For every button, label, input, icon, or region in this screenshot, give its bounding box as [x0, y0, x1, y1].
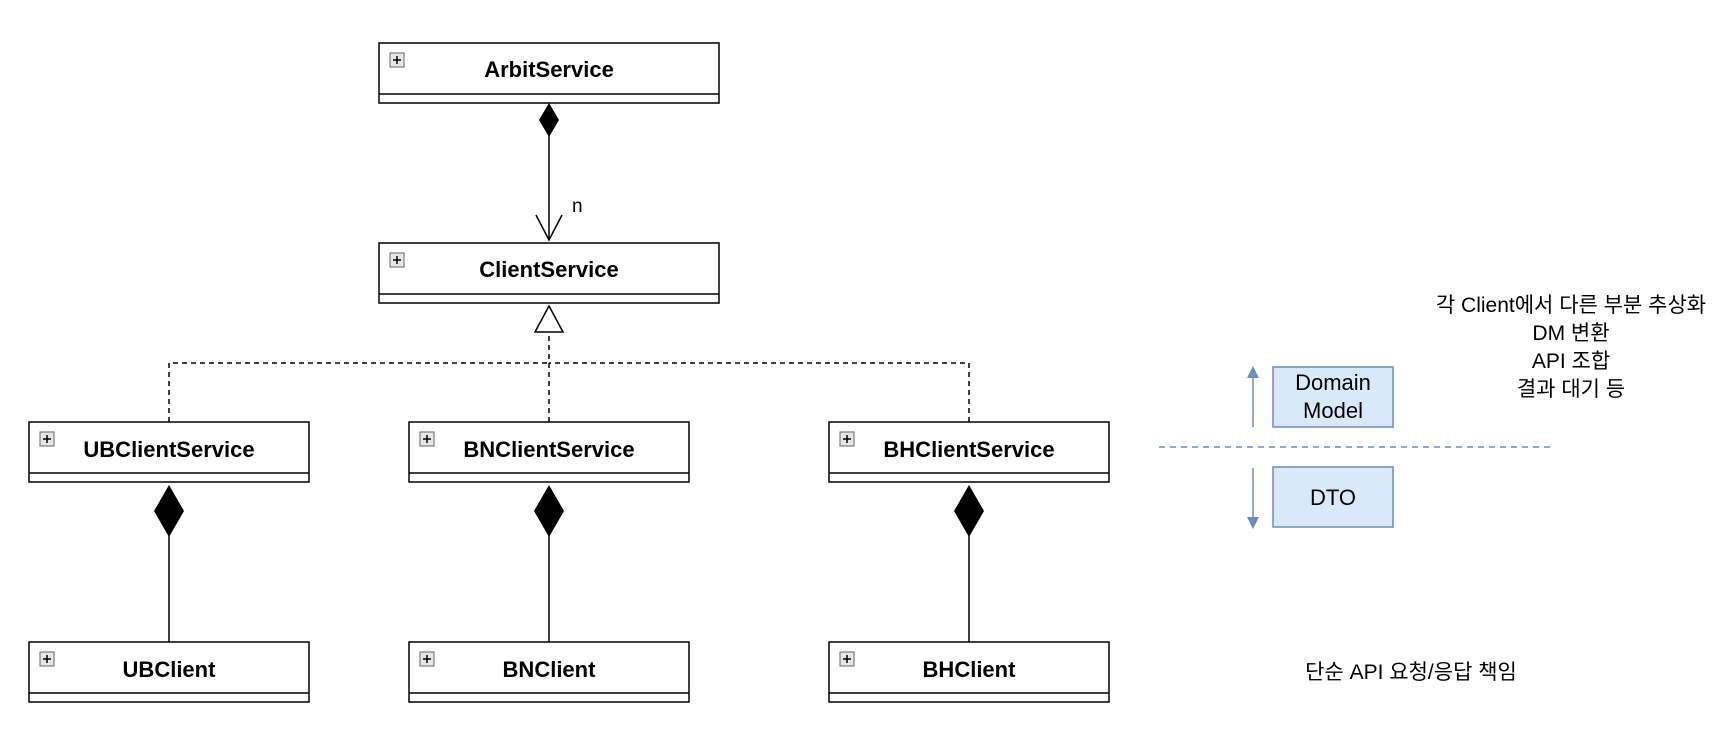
composition-arbit-client: [535, 103, 563, 242]
dto-box: DTO: [1272, 466, 1394, 528]
composition-ub: [154, 485, 184, 642]
note-line: API 조합: [1532, 350, 1610, 373]
domain-model-label-line1: Domain: [1295, 370, 1371, 395]
class-arbit-service[interactable]: ArbitService: [378, 42, 720, 104]
domain-model-label-line2: Model: [1303, 398, 1363, 423]
composition-diamond: [154, 485, 184, 537]
composition-bh: [954, 485, 984, 642]
realization-lines: [168, 332, 970, 422]
expand-icon[interactable]: [839, 431, 855, 447]
expand-icon[interactable]: [39, 431, 55, 447]
dto-label: DTO: [1310, 485, 1356, 510]
note-line: 결과 대기 등: [1517, 378, 1625, 401]
composition-bn: [534, 485, 564, 642]
class-name: ArbitService: [484, 57, 614, 82]
note-line: DM 변환: [1532, 322, 1609, 345]
class-bh-client[interactable]: BHClient: [828, 641, 1110, 703]
composition-diamond: [954, 485, 984, 537]
class-name: ClientService: [479, 257, 618, 282]
class-bn-client[interactable]: BNClient: [408, 641, 690, 703]
class-name: BHClientService: [883, 437, 1054, 462]
class-name: BNClient: [503, 657, 597, 682]
multiplicity-label: n: [572, 196, 583, 217]
realization-triangle: [533, 304, 565, 333]
expand-icon[interactable]: [39, 651, 55, 667]
open-arrowhead: [535, 214, 563, 242]
class-client-service[interactable]: ClientService: [378, 242, 720, 304]
expand-icon[interactable]: [389, 52, 405, 68]
expand-icon[interactable]: [389, 252, 405, 268]
expand-icon[interactable]: [839, 651, 855, 667]
class-name: BHClient: [923, 657, 1017, 682]
service-layer-note: 각 Client에서 다른 부분 추상화 DM 변환 API 조합 결과 대기 …: [1436, 294, 1706, 401]
client-layer-note: 단순 API 요청/응답 책임: [1305, 661, 1517, 684]
class-ub-client[interactable]: UBClient: [28, 641, 310, 703]
expand-icon[interactable]: [419, 431, 435, 447]
class-ub-client-service[interactable]: UBClientService: [28, 421, 310, 483]
expand-icon[interactable]: [419, 651, 435, 667]
composition-diamond: [534, 485, 564, 537]
composition-diamond: [539, 103, 559, 137]
class-name: UBClient: [123, 657, 217, 682]
note-line: 각 Client에서 다른 부분 추상화: [1436, 294, 1706, 317]
class-name: BNClientService: [463, 437, 634, 462]
domain-model-box: Domain Model: [1272, 366, 1394, 428]
class-name: UBClientService: [83, 437, 254, 462]
class-bh-client-service[interactable]: BHClientService: [828, 421, 1110, 483]
class-bn-client-service[interactable]: BNClientService: [408, 421, 690, 483]
